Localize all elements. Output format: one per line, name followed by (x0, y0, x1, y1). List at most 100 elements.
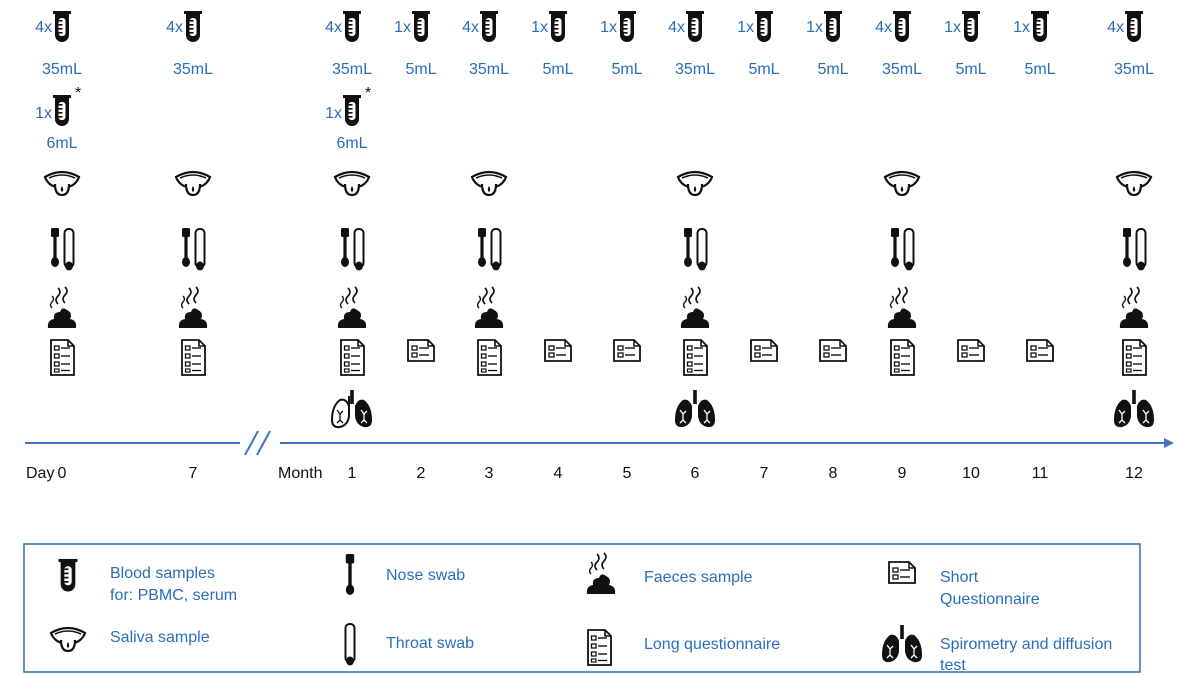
blood-tube-icon (58, 558, 78, 592)
legend-throat-swab: Throat swab (344, 623, 474, 667)
nose-swab-icon (182, 228, 190, 267)
blood-count-label: 4x (35, 19, 52, 36)
timepoint-m8: 1x 5mL 8 (806, 11, 849, 482)
nose-swab-icon (478, 228, 486, 267)
axis-tick-label: 2 (417, 465, 426, 482)
blood-tube-icon (184, 11, 202, 42)
axis-tick-label: 7 (760, 465, 769, 482)
faeces-icon (474, 286, 504, 329)
blood-tube-icon (412, 11, 430, 42)
faeces-icon (1119, 286, 1149, 329)
legend-spiro-label-line2: test (940, 657, 966, 674)
blood-volume-label: 35mL (332, 61, 372, 78)
short-questionnaire-icon (888, 561, 916, 584)
timepoint-m3: 4x 35mL 3 (462, 11, 509, 482)
blood-tube-icon (962, 11, 980, 42)
faeces-icon (887, 286, 917, 329)
long-questionnaire-icon (1122, 339, 1147, 376)
blood-volume-label: 5mL (542, 61, 573, 78)
faeces-icon (680, 286, 710, 329)
saliva-icon (676, 170, 714, 197)
throat-swab-icon (63, 228, 75, 272)
blood-volume-label: 35mL (469, 61, 509, 78)
axis-tick-label: 5 (623, 465, 632, 482)
throat-swab-icon (696, 228, 708, 272)
faeces-icon (337, 286, 367, 329)
legend-throat-label: Throat swab (386, 635, 474, 652)
blood-count-label: 1x (944, 19, 961, 36)
long-questionnaire-icon (477, 339, 502, 376)
lungs-icon (674, 389, 716, 428)
axis-tick-label: 12 (1125, 465, 1143, 482)
long-questionnaire-icon (890, 339, 915, 376)
short-questionnaire-icon (544, 339, 572, 362)
legend-box (23, 543, 1141, 673)
blood-count-label: 1x (394, 19, 411, 36)
legend: Blood samples for: PBMC, serum Saliva sa… (23, 543, 1141, 674)
nose-swab-icon (684, 228, 692, 267)
saliva-icon (883, 170, 921, 197)
short-questionnaire-icon (407, 339, 435, 362)
extra-blood-tube-icon (343, 95, 361, 126)
blood-volume-label: 5mL (817, 61, 848, 78)
blood-tube-icon (893, 11, 911, 42)
axis-prefix-label: Month (278, 465, 322, 482)
extra-blood-volume-label: 6mL (46, 135, 77, 152)
blood-volume-label: 35mL (42, 61, 82, 78)
axis-tick-label: 10 (962, 465, 980, 482)
legend-long-questionnaire: Long questionnaire (587, 629, 780, 666)
blood-volume-label: 35mL (173, 61, 213, 78)
long-questionnaire-icon (181, 339, 206, 376)
blood-tube-icon (618, 11, 636, 42)
blood-count-label: 1x (531, 19, 548, 36)
legend-nose-swab: Nose swab (345, 554, 465, 595)
blood-tube-icon (343, 11, 361, 42)
blood-volume-label: 5mL (748, 61, 779, 78)
blood-tube-icon (1031, 11, 1049, 42)
blood-tube-icon (480, 11, 498, 42)
throat-swab-icon (490, 228, 502, 272)
extra-blood-volume-label: 6mL (336, 135, 367, 152)
saliva-icon (43, 170, 81, 197)
blood-count-label: 4x (1107, 19, 1124, 36)
faeces-icon (47, 286, 77, 329)
axis-tick-label: 0 (58, 465, 67, 482)
legend-saliva-label: Saliva sample (110, 629, 210, 646)
throat-swab-icon (1135, 228, 1147, 272)
blood-count-label: 1x (806, 19, 823, 36)
axis-prefix-label: Day (26, 465, 54, 482)
axis-break-mark (240, 430, 280, 456)
asterisk-marker: * (75, 85, 81, 102)
throat-swab-icon (344, 623, 356, 667)
blood-volume-label: 5mL (955, 61, 986, 78)
legend-short-q-label-line1: Short (940, 569, 979, 586)
blood-count-label: 4x (668, 19, 685, 36)
extra-blood-count-label: 1x (35, 105, 52, 122)
axis-tick-label: 8 (829, 465, 838, 482)
blood-volume-label: 35mL (882, 61, 922, 78)
blood-count-label: 1x (600, 19, 617, 36)
faeces-icon (178, 286, 208, 329)
legend-faeces-sample: Faeces sample (586, 552, 753, 595)
short-questionnaire-icon (613, 339, 641, 362)
nose-swab-icon (1123, 228, 1131, 267)
long-questionnaire-icon (683, 339, 708, 376)
throat-swab-icon (903, 228, 915, 272)
legend-nose-label: Nose swab (386, 567, 465, 584)
legend-long-q-label: Long questionnaire (644, 636, 780, 653)
axis-tick-label: 3 (485, 465, 494, 482)
extra-blood-count-label: 1x (325, 105, 342, 122)
short-questionnaire-icon (1026, 339, 1054, 362)
short-questionnaire-icon (750, 339, 778, 362)
legend-blood-label-line2: for: PBMC, serum (110, 587, 237, 604)
legend-short-q-label-line2: Questionnaire (940, 591, 1040, 608)
blood-count-label: 4x (462, 19, 479, 36)
blood-volume-label: 5mL (1024, 61, 1055, 78)
